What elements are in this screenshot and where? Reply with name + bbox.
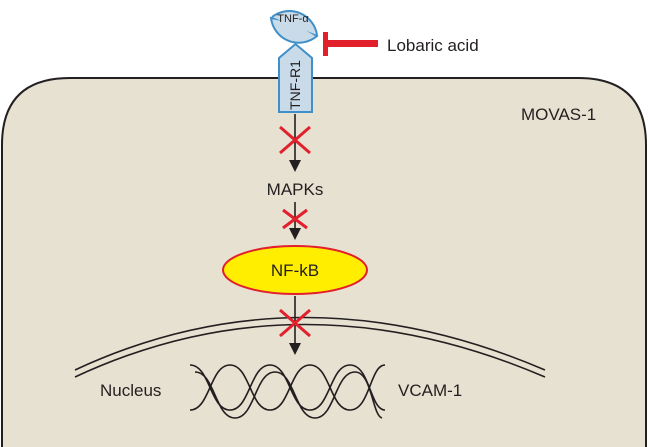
inhibitor-bar-horizontal [323, 40, 378, 47]
nuclear-membrane-inner [74, 323, 546, 378]
nfkb-node [222, 245, 368, 295]
tnf-r1-receptor [278, 42, 313, 113]
mapk-label: MAPKs [267, 180, 324, 199]
arrowhead-2 [289, 228, 301, 240]
tnf-alpha-ligand [269, 16, 319, 44]
cell-line-label: MOVAS-1 [521, 105, 596, 124]
inhibitor-label: Lobaric acid [387, 36, 479, 55]
ligand-label: TNF-α [277, 13, 309, 25]
gene-label: VCAM-1 [398, 381, 462, 400]
arrowhead-3 [289, 343, 301, 355]
block-mark-2 [282, 208, 308, 230]
nuclear-membrane-outer [74, 316, 546, 371]
block-mark-3 [279, 308, 311, 338]
block-mark-1 [279, 125, 311, 155]
nucleus-label: Nucleus [100, 381, 161, 400]
receptor-label: TNF-R1 [287, 60, 303, 110]
nfkb-label: NF-kB [271, 261, 319, 280]
arrowhead-1 [289, 160, 301, 172]
dna-helix [189, 364, 386, 419]
